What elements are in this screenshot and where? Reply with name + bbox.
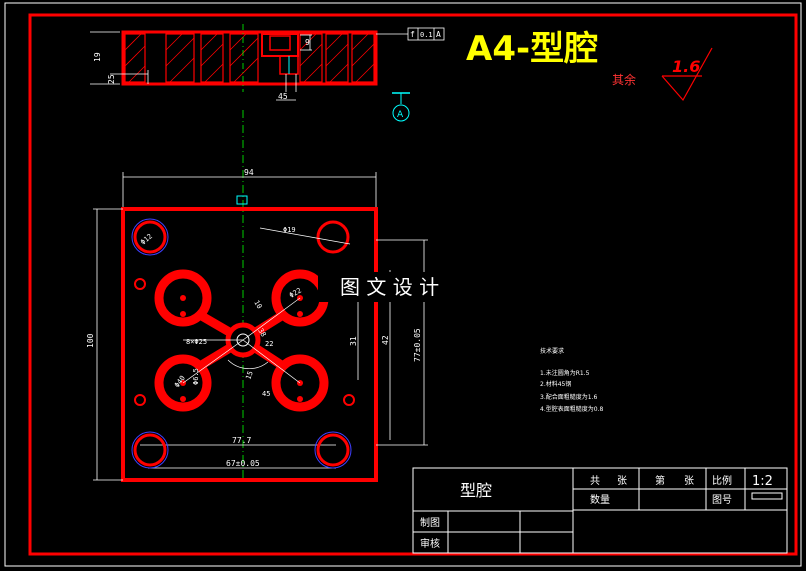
dim-15: 15 — [244, 370, 254, 381]
svg-text:0.1: 0.1 — [420, 31, 433, 39]
border-frame — [28, 13, 798, 556]
datum-a-symbol: A — [392, 92, 410, 122]
dim-section-19: 19 — [93, 52, 102, 62]
watermark: 图 文 设 计 — [318, 272, 473, 302]
dim-hole-spec: 8×Φ25 — [186, 338, 207, 346]
roughness-note: 其余 — [612, 72, 636, 87]
dim-10: 10 — [252, 299, 263, 310]
dim-phi40: Φ40 — [173, 374, 187, 389]
svg-text:2.材料45钢: 2.材料45钢 — [540, 380, 571, 388]
scale-label: 比例 — [712, 474, 732, 487]
title-block — [412, 467, 788, 554]
num-sheet-label: 张 — [684, 475, 694, 487]
checked-label: 审核 — [420, 537, 440, 550]
dim-section-9: 9 — [305, 38, 310, 47]
dim-height-31: 31 — [349, 336, 358, 346]
dim-section-25: 25 — [107, 74, 116, 84]
drawing-no-label: 图号 — [712, 494, 732, 506]
outer-frame — [4, 2, 802, 567]
dim-22: 22 — [265, 340, 273, 348]
svg-text:1.未注圆角为R1.5: 1.未注圆角为R1.5 — [540, 369, 590, 377]
dim-section-45: 45 — [278, 92, 288, 101]
svg-text:A: A — [397, 110, 404, 120]
drawing-title: A4-型腔 — [466, 29, 598, 69]
part-name: 型腔 — [460, 481, 492, 500]
section-view — [90, 24, 378, 101]
dim-height-100: 100 — [86, 333, 95, 348]
tech-requirements: 技术要求 1.未注圆角为R1.5 2.材料45钢 3.配合面粗糙度为1.6 4.… — [540, 347, 603, 413]
dim-77-7: 77.7 — [232, 436, 251, 445]
svg-text:3.配合面粗糙度为1.6: 3.配合面粗糙度为1.6 — [540, 393, 597, 401]
svg-text:技术要求: 技术要求 — [540, 347, 564, 355]
svg-text:4.型腔表面粗糙度为0.8: 4.型腔表面粗糙度为0.8 — [540, 405, 603, 413]
plan-view: 94 100 77±0.05 42 31 77.7 67±0.05 — [86, 168, 428, 482]
tolerance-frame: f 0.1 A — [376, 27, 445, 41]
dim-38: 38 — [256, 327, 267, 338]
dim-67: 67±0.05 — [226, 459, 260, 468]
dim-angle-45: 45 — [262, 390, 270, 398]
svg-text:A: A — [436, 30, 441, 39]
dim-height-77: 77±0.05 — [413, 328, 422, 362]
num-label: 第 — [655, 474, 665, 487]
dim-height-42: 42 — [381, 335, 390, 345]
dim-phi12: Φ12 — [139, 232, 154, 246]
svg-text:f: f — [410, 30, 415, 39]
sheet-label: 张 — [617, 475, 627, 487]
svg-text:图 文 设 计: 图 文 设 计 — [340, 275, 439, 299]
dim-phi19: Φ19 — [283, 226, 296, 234]
qty-label: 数量 — [590, 493, 610, 506]
roughness-symbol: 1.6 — [661, 47, 713, 102]
dim-width-94: 94 — [244, 168, 254, 177]
scale-value: 1:2 — [752, 474, 773, 489]
drawn-label: 制图 — [420, 516, 440, 529]
svg-text:1.6: 1.6 — [672, 57, 700, 76]
dim-phi6-5: Φ6.5 — [192, 368, 200, 385]
total-label: 共 — [590, 475, 600, 487]
